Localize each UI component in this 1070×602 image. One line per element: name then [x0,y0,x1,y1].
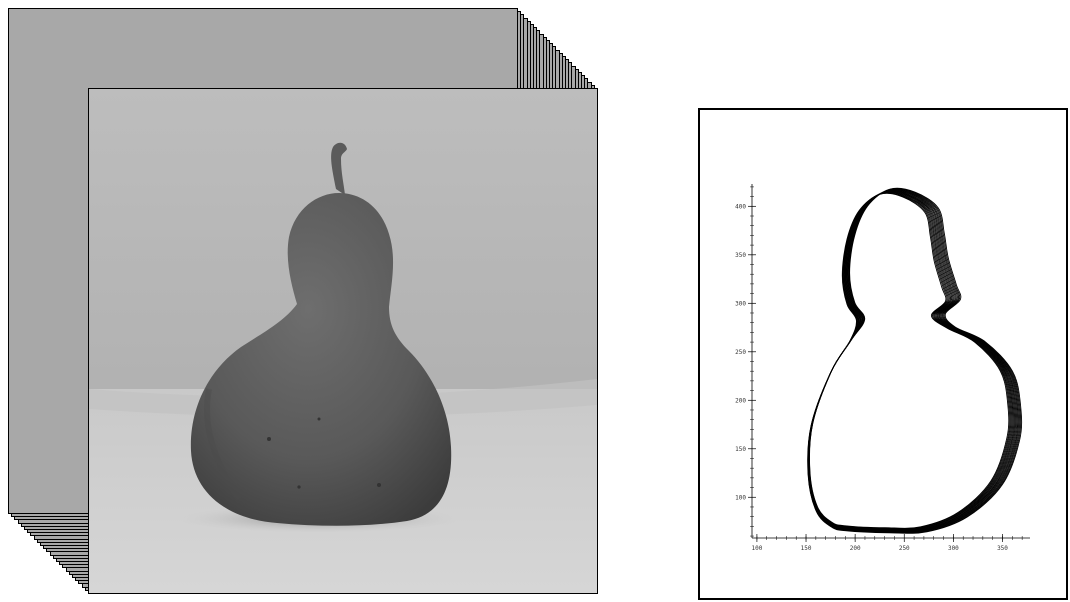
contour-line [808,190,1017,532]
contour-line [809,193,1008,528]
y-tick-label: 350 [735,252,746,259]
contour-line [809,193,1009,529]
contour-line [808,189,1019,532]
contour-line [808,189,1020,533]
y-tick-label: 300 [735,300,746,307]
x-tick-label: 100 [751,545,762,552]
contour-line [808,191,1015,531]
x-tick-label: 300 [948,545,959,552]
y-tick-label: 400 [735,203,746,210]
contour-line [808,188,1022,533]
contour-plot-panel: 100 150 200 250 300 350 100 150 200 250 300 350 400 [698,108,1068,600]
y-tick-label: 100 [735,494,746,501]
contour-line [808,189,1021,533]
y-tick-label: 250 [735,349,746,356]
contour-line [808,190,1016,531]
contour-line [809,193,1011,529]
contour-line [809,191,1015,531]
contour-line [809,192,1012,529]
contour-line [809,192,1013,530]
y-tick-label: 200 [735,397,746,404]
contour-line [809,191,1014,530]
x-tick-label: 250 [899,545,910,552]
x-tick-label: 150 [801,545,812,552]
y-tick-label: 150 [735,446,746,453]
x-tick-label: 200 [850,545,861,552]
gourd-contours [808,188,1022,533]
gourd-photo [88,88,598,594]
x-tick-label: 350 [997,545,1008,552]
